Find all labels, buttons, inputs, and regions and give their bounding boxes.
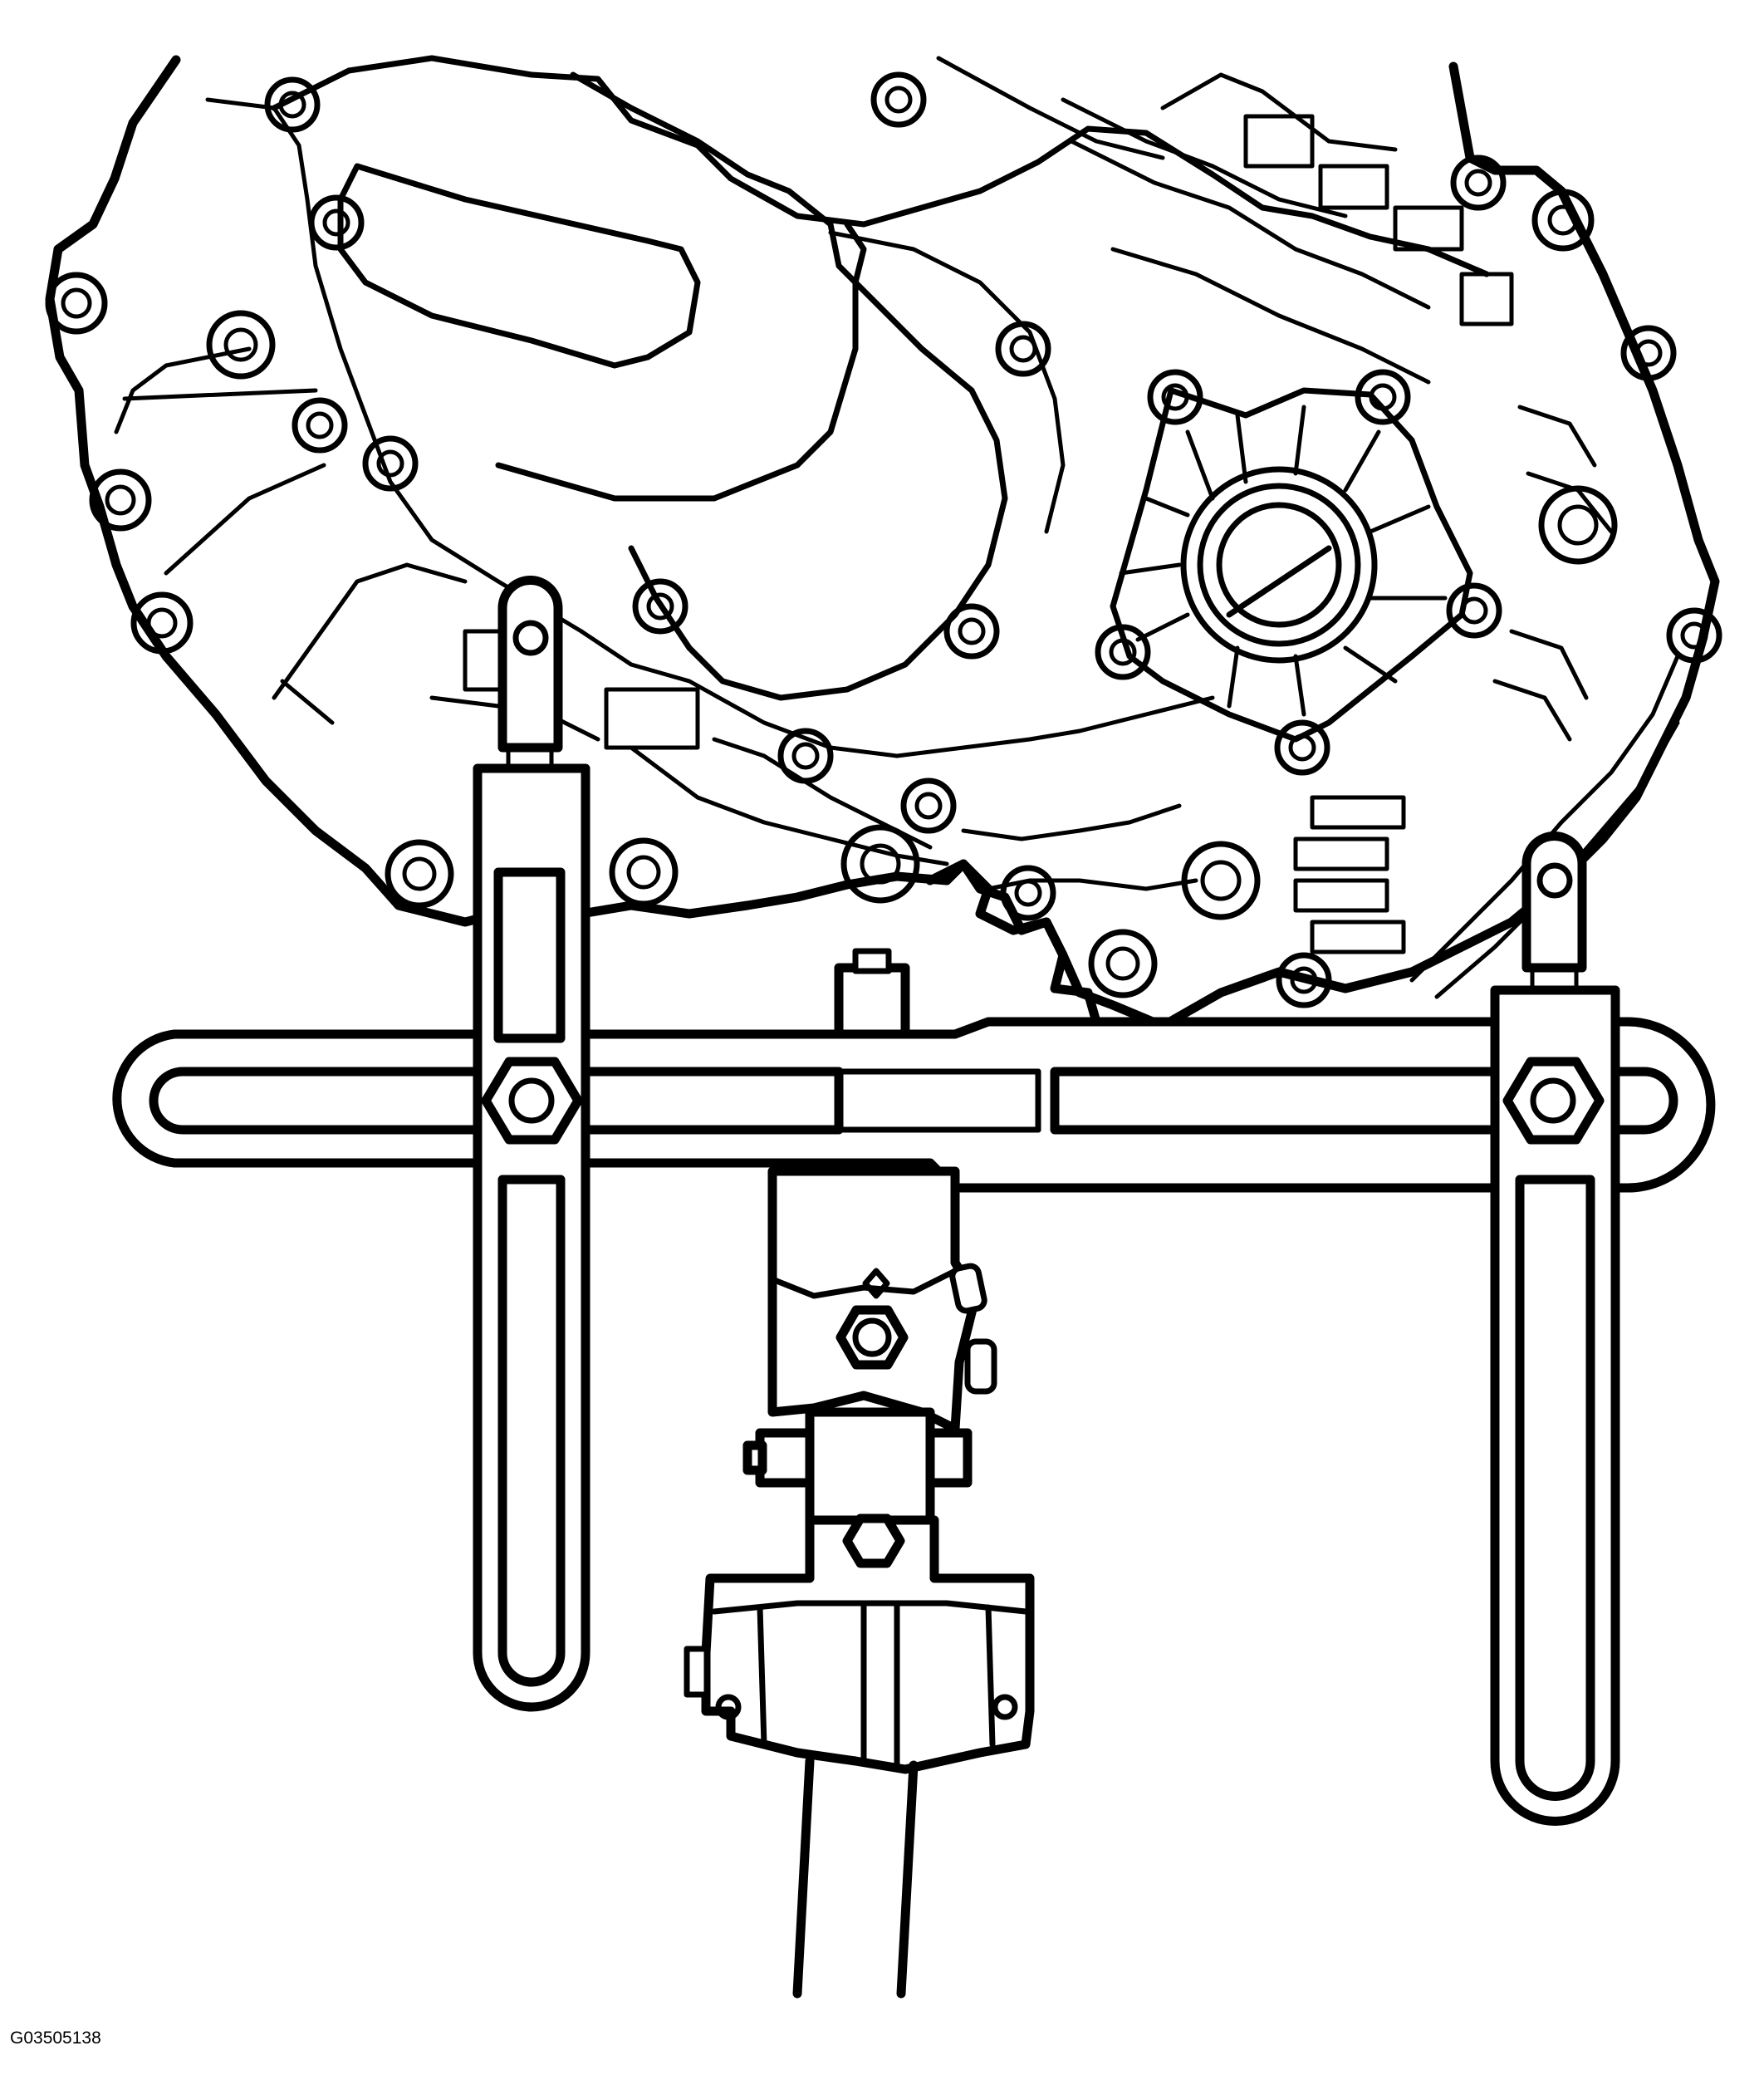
- bolt: [840, 824, 920, 904]
- bolt: [870, 71, 927, 128]
- crossbar-slot-right: [1050, 1067, 1678, 1135]
- bolt: [1000, 865, 1056, 921]
- bolt: [1147, 369, 1203, 425]
- bolt: [943, 603, 1000, 660]
- case-top-edge: [271, 55, 1490, 277]
- support-fixture: [112, 576, 1716, 1999]
- bolt: [1088, 929, 1158, 998]
- bolt: [362, 435, 419, 492]
- pivot-head: [767, 1166, 997, 1434]
- bolt: [292, 397, 348, 454]
- bolt: [609, 837, 679, 907]
- crossbar: [112, 1017, 1716, 1193]
- bolt: [1274, 719, 1330, 776]
- block-nut: [842, 1513, 905, 1568]
- arm-adjust-nut: [1502, 1057, 1605, 1145]
- bolt: [777, 728, 834, 784]
- left-support-arm: [473, 576, 590, 1712]
- transaxle-case: [45, 55, 1720, 1031]
- crossbar-slot-left: [149, 1067, 844, 1135]
- gear-cavity: [337, 163, 701, 369]
- clamp-stud: [834, 948, 910, 1039]
- bolt: [89, 468, 152, 532]
- bolt: [130, 591, 194, 655]
- bolt: [995, 321, 1051, 377]
- bolt: [1276, 952, 1332, 1008]
- right-support-arm: [1490, 832, 1620, 1826]
- bolt: [264, 76, 321, 133]
- case-bolts: [45, 71, 1722, 1008]
- bolt: [1095, 624, 1151, 680]
- bolt: [206, 310, 276, 380]
- differential-flange: [1110, 387, 1473, 743]
- bolt: [1355, 369, 1411, 425]
- transaxle-case-outline: [45, 55, 1720, 1031]
- figure-id-label: G03505138: [10, 2028, 101, 2048]
- bolt: [1620, 325, 1677, 381]
- bolt: [385, 839, 454, 909]
- arm-adjust-nut: [481, 1057, 583, 1145]
- bolt: [1531, 189, 1595, 252]
- bolt: [1446, 582, 1502, 639]
- bolt: [1450, 155, 1507, 211]
- bolt: [1181, 841, 1261, 920]
- bolt: [308, 194, 365, 251]
- bolt: [1538, 485, 1618, 565]
- bolt: [900, 778, 957, 834]
- bolt: [45, 272, 108, 335]
- bolt: [632, 578, 688, 635]
- neck-crossbolt: [742, 1407, 973, 1525]
- bolt: [1666, 607, 1722, 664]
- lift-adapter-block: [684, 1513, 1035, 1999]
- pivot-nut: [835, 1305, 909, 1370]
